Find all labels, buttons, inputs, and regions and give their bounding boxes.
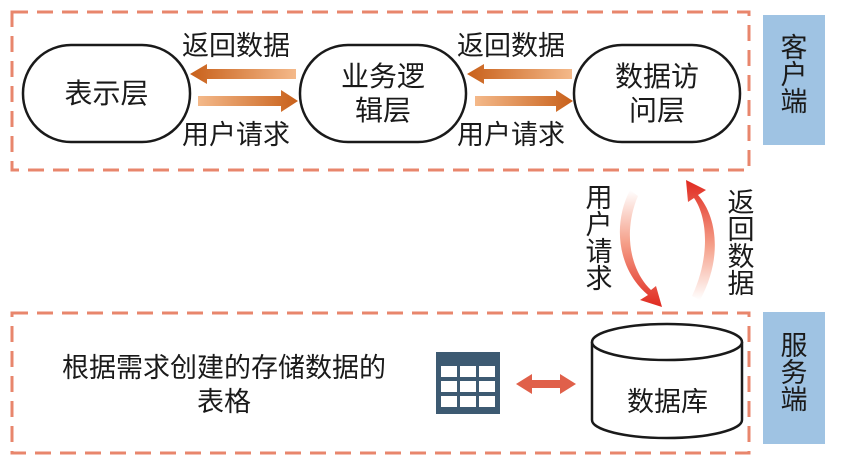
table-database-link-arrow [516, 374, 576, 394]
client-side-panel [763, 15, 825, 145]
return-data-curved-arrow [686, 180, 715, 300]
client-side-label: 客户端 [780, 33, 808, 118]
business-logic-node [298, 43, 468, 144]
request-arrow-right-2 [475, 90, 573, 112]
return-data-label-left: 返回数据 [182, 31, 290, 62]
database-label: 数据库 [627, 387, 708, 418]
presentation-layer-label: 表示层 [64, 76, 149, 110]
presentation-layer-node [21, 43, 192, 144]
table-icon [436, 352, 500, 414]
middle-user-request-label: 用户请求 [585, 183, 613, 295]
user-request-label-right: 用户请求 [457, 120, 565, 151]
database-cylinder [590, 322, 744, 440]
table-caption: 根据需求创建的存储数据的表格 [62, 353, 386, 418]
data-access-label: 数据访问层 [614, 59, 699, 127]
server-side-label: 服务端 [780, 331, 808, 416]
data-access-node [572, 43, 742, 144]
business-logic-label: 业务逻辑层 [340, 59, 425, 127]
user-request-label-left: 用户请求 [182, 120, 290, 151]
return-data-label-right: 返回数据 [457, 31, 565, 62]
server-boundary [10, 311, 751, 455]
middle-return-data-label: 返回数据 [727, 188, 755, 300]
request-arrow-right-1 [198, 90, 298, 112]
return-arrow-left-2 [467, 64, 572, 84]
server-side-panel [763, 312, 825, 444]
user-request-curved-arrow [619, 190, 662, 307]
return-arrow-left-1 [190, 64, 296, 84]
client-boundary [10, 10, 751, 172]
